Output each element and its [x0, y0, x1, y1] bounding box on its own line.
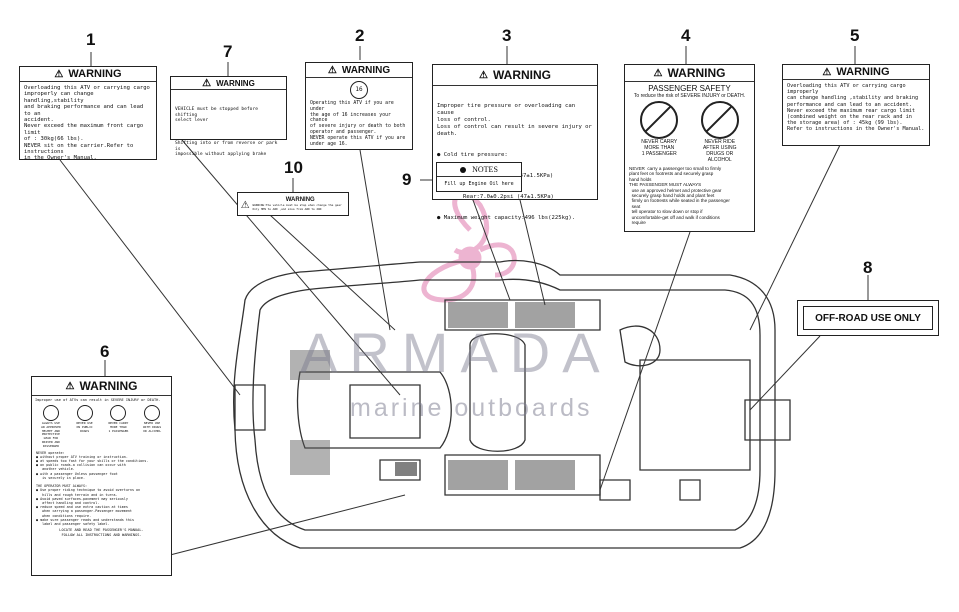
callout-10: 10: [284, 158, 303, 177]
warning-triangle-icon: ⚠: [653, 67, 663, 79]
label-3-text: Improper tire pressure or overloading ca…: [437, 103, 592, 137]
warning-title: WARNING: [79, 379, 138, 393]
warning-title: WARNING: [836, 66, 890, 78]
label-4-icon-1-caption: NEVER CARRY MORE THAN 1 PASSENGER: [641, 139, 678, 157]
no-drugs-alcohol-icon: [700, 101, 739, 139]
warning-triangle-icon: ⚠: [327, 64, 337, 76]
callout-4: 4: [681, 26, 691, 45]
label-4-passenger-safety-warning: ⚠ WARNING PASSENGER SAFETY To reduce the …: [624, 64, 755, 232]
label-8-off-road: OFF-ROAD USE ONLY: [797, 300, 939, 336]
callout-3: 3: [502, 26, 512, 45]
label-4-icon-2-caption: NEVER RIDE AFTER USING DRUGS OR ALCOHOL: [702, 139, 737, 163]
callout-8: 8: [863, 258, 873, 277]
label-4-subtitle: To reduce the risk of SEVERE INJURY or D…: [633, 93, 746, 99]
label-7-shift-warning: ⚠ WARNING VEHICLE must be stopped before …: [170, 76, 287, 157]
watermark-tagline: marine outboards: [350, 394, 593, 422]
label-3-bullet-1: Cold tire pressure:: [443, 152, 508, 158]
no-extra-passenger-icon: [110, 405, 127, 421]
label-2-text: Operating this ATV if you are under the …: [310, 101, 406, 147]
warning-title: WARNING: [68, 68, 122, 80]
footrest-grips: [290, 302, 575, 490]
no-under-16-icon: 16: [350, 81, 368, 99]
leader-lines: [59, 46, 869, 556]
warning-title: WARNING: [216, 78, 255, 88]
callout-2: 2: [355, 26, 365, 45]
warning-triangle-icon: ⚠: [54, 68, 64, 80]
label-6-icon-3-caption: NEVER CARRY MORE THAN 1 PASSENGER: [108, 421, 129, 433]
label-5-text: Overloading this ATV or carrying cargo i…: [787, 83, 925, 133]
label-3-rear: Rear:7.0±0.2psi (47±1.5KPa): [463, 194, 554, 200]
label-5-rear-cargo-warning: ⚠ WARNING Overloading this ATV or carryin…: [782, 64, 930, 146]
warning-triangle-icon: ⚠: [479, 69, 488, 81]
helmet-icon: [42, 405, 59, 421]
no-public-roads-icon: [76, 405, 93, 421]
label-6-intro: Improper use of ATVs can result in SEVER…: [35, 398, 161, 402]
callout-7: 7: [223, 42, 233, 61]
label-6-footer: LOCATE AND READ THE PASSENGER'S MANUAL. …: [59, 528, 144, 537]
no-drugs-alcohol-icon: [144, 405, 161, 421]
label-6-general-warning: ⚠ WARNING Improper use of ATVs can result…: [31, 376, 172, 576]
warning-triangle-icon: ⚠: [822, 66, 832, 78]
label-4-body: NEVER carry a passenger too small to fir…: [629, 166, 730, 226]
label-7-line-2: Shifting into or from reverse or park is…: [175, 141, 278, 158]
label-1-front-cargo-warning: ⚠ WARNING Overloading this ATV or carryin…: [19, 66, 157, 161]
label-2-age-warning: ⚠ WARNING 16 Operating this ATV if you ar…: [305, 62, 413, 150]
label-6-icon-1-caption: ALWAYS USE AN APPROVED HELMET AND PROTEC…: [40, 421, 61, 448]
atv-body: [233, 259, 791, 549]
watermark-brand: ARMADA: [300, 321, 612, 384]
warning-triangle-icon: ⚠: [65, 380, 75, 392]
no-extra-passenger-icon: [640, 101, 679, 139]
label-6-icon-2-caption: NEVER USE ON PUBLIC ROADS: [76, 421, 93, 433]
label-10-gear-change-warning: ⚠ WARNING WARNING:The vehicle must be st…: [237, 192, 349, 216]
label-7-line-1: VEHICLE must be stopped before shifting …: [175, 107, 258, 124]
warning-title: WARNING: [492, 68, 551, 82]
callout-5: 5: [850, 26, 860, 45]
callout-9: 9: [402, 170, 412, 189]
callout-6: 6: [100, 342, 110, 361]
warning-title: WARNING: [341, 64, 391, 76]
label-6-icon-4-caption: NEVER USE WITH DRUGS OR ALCOHOL: [143, 421, 162, 433]
label-9-notes-oil: NOTES Fill up Engine Oil here: [436, 162, 522, 192]
label-10-text: WARNING:The vehicle must be stop when ch…: [252, 203, 342, 211]
filled-circle-icon: [460, 166, 467, 173]
label-1-text: Overloading this ATV or carrying cargo i…: [24, 85, 150, 162]
callout-1: 1: [86, 30, 96, 49]
warning-triangle-icon: ⚠: [241, 196, 250, 212]
warning-title: WARNING: [667, 66, 726, 80]
label-9-title: NOTES: [472, 165, 498, 174]
label-3-bullet-2: Maximum weight capacity:496 lbs(225kg).: [443, 215, 576, 221]
label-4-title: PASSENGER SAFETY: [648, 84, 731, 93]
label-9-text: Fill up Engine Oil here: [444, 181, 514, 187]
label-8-text: OFF-ROAD USE ONLY: [803, 306, 933, 330]
warning-triangle-icon: ⚠: [202, 77, 212, 89]
label-6-body: NEVER operate: ● without proper ATV trai…: [36, 450, 149, 527]
warning-title: WARNING: [285, 197, 315, 204]
